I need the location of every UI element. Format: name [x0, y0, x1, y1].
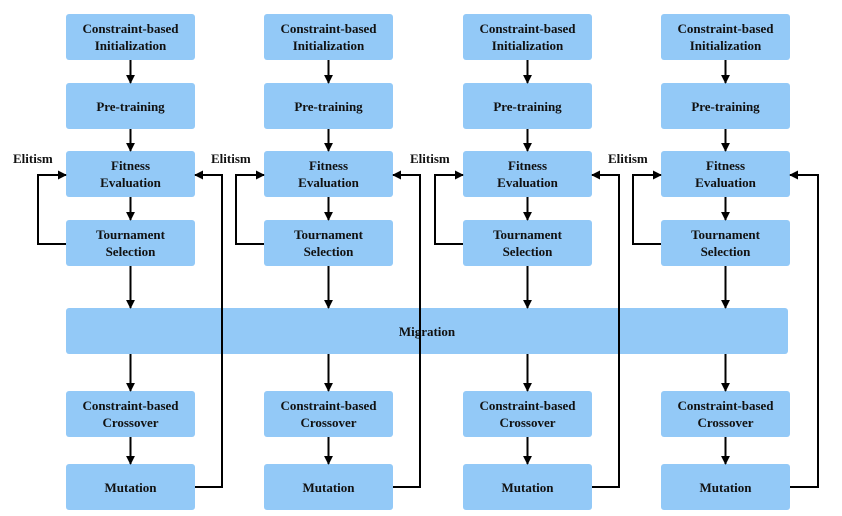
init-box-label-line: Initialization [292, 38, 365, 53]
fitness-box-label-line: Fitness [706, 158, 745, 173]
mutation-box-label: Mutation [302, 479, 355, 495]
elitism-label: Elitism [211, 151, 251, 166]
pretrain-box-label: Pre-training [96, 98, 165, 114]
feedback-mutation-to-fitness-arrow [392, 170, 421, 488]
init-box-label-line: Constraint-based [82, 21, 179, 36]
tournament-box-label-line: Tournament [96, 227, 165, 242]
crossover-box-label-line: Crossover [102, 415, 159, 430]
init-box-label-line: Constraint-based [677, 21, 774, 36]
elitism-label: Elitism [608, 151, 648, 166]
migration-label: Migration [398, 323, 456, 339]
mutation-box-label: Mutation [104, 479, 157, 495]
fitness-box-label-line: Fitness [111, 158, 150, 173]
init-box-label-line: Initialization [689, 38, 762, 53]
pretrain-box: Pre-training [264, 83, 393, 129]
fitness-box-label-line: Fitness [309, 158, 348, 173]
elitism-loop-arrow [235, 170, 265, 245]
init-box-label-line: Initialization [94, 38, 167, 53]
pretrain-box: Pre-training [661, 83, 790, 129]
feedback-mutation-to-fitness-arrow [591, 170, 620, 488]
elitism-loop-arrow [37, 170, 67, 245]
mutation-box-label: Mutation [501, 479, 554, 495]
crossover-box-label-line: Constraint-based [479, 398, 576, 413]
elitism-label: Elitism [410, 151, 450, 166]
mutation-box: Mutation [264, 464, 393, 510]
pretrain-box: Pre-training [66, 83, 195, 129]
crossover-box-label-line: Constraint-based [82, 398, 179, 413]
fitness-box-label-line: Fitness [508, 158, 547, 173]
fitness-box-label-line: Evaluation [695, 175, 756, 190]
tournament-box-label-line: Tournament [294, 227, 363, 242]
feedback-mutation-to-fitness-arrow [789, 170, 819, 488]
tournament-box-label-line: Selection [105, 244, 156, 259]
migration-box: Migration [66, 308, 788, 354]
crossover-box-label-line: Crossover [300, 415, 357, 430]
fitness-box-label-line: Evaluation [100, 175, 161, 190]
crossover-box-label-line: Constraint-based [677, 398, 774, 413]
pretrain-box-label: Pre-training [691, 98, 760, 114]
crossover-box-label-line: Crossover [499, 415, 556, 430]
elitism-loop-arrow [632, 170, 662, 245]
init-box-label-line: Constraint-based [479, 21, 576, 36]
elitism-label: Elitism [13, 151, 53, 166]
crossover-box-label-line: Crossover [697, 415, 754, 430]
mutation-box: Mutation [463, 464, 592, 510]
crossover-box-label-line: Constraint-based [280, 398, 377, 413]
init-box-label-line: Constraint-based [280, 21, 377, 36]
feedback-mutation-to-fitness-arrow [194, 170, 223, 488]
tournament-box-label-line: Selection [700, 244, 751, 259]
mutation-box-label: Mutation [699, 479, 752, 495]
init-box-label-line: Initialization [491, 38, 564, 53]
tournament-box-label-line: Tournament [493, 227, 562, 242]
fitness-box-label-line: Evaluation [497, 175, 558, 190]
mutation-box: Mutation [66, 464, 195, 510]
tournament-box-label-line: Tournament [691, 227, 760, 242]
tournament-box-label-line: Selection [303, 244, 354, 259]
pretrain-box: Pre-training [463, 83, 592, 129]
pretrain-box-label: Pre-training [294, 98, 363, 114]
mutation-box: Mutation [661, 464, 790, 510]
elitism-loop-arrow [434, 170, 464, 245]
pretrain-box-label: Pre-training [493, 98, 562, 114]
tournament-box-label-line: Selection [502, 244, 553, 259]
fitness-box-label-line: Evaluation [298, 175, 359, 190]
